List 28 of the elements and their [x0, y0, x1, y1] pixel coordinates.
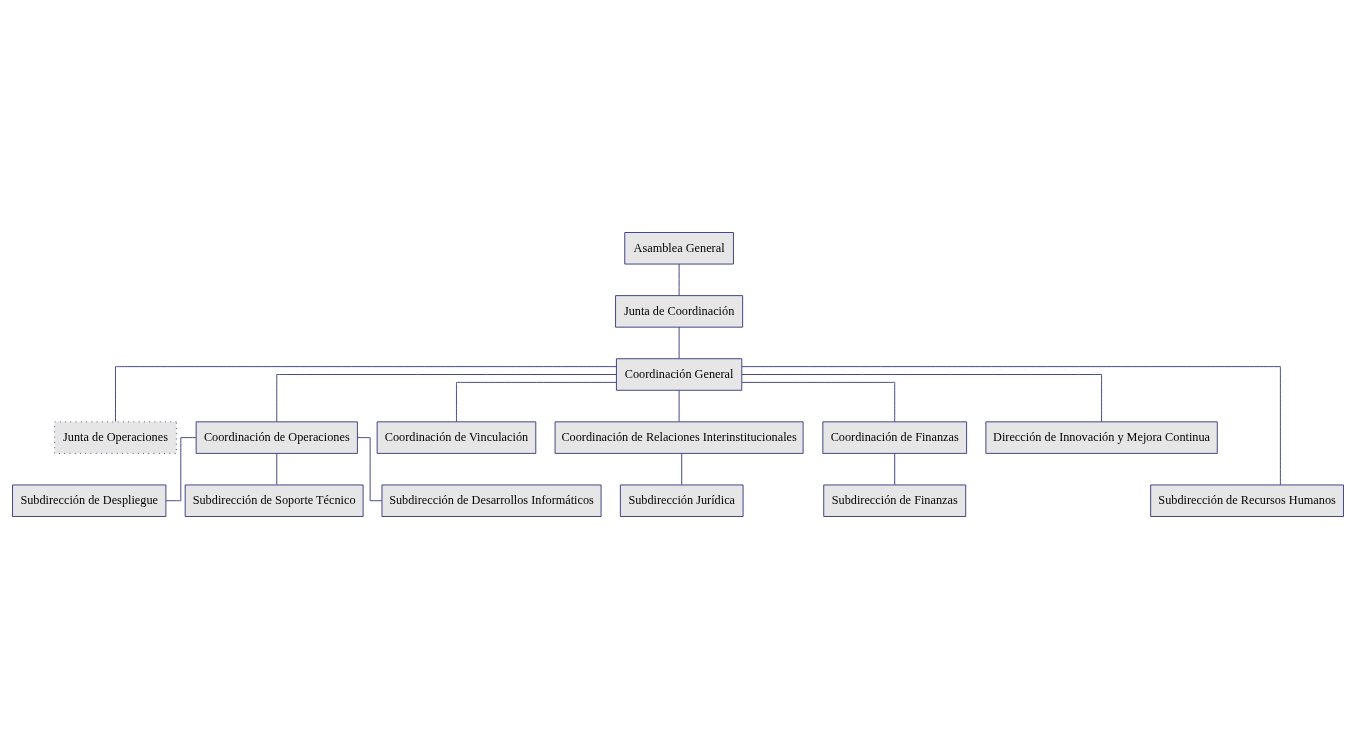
node-box: Coordinación de Finanzas	[822, 421, 968, 454]
node-box: Coordinación de Vinculación	[376, 421, 537, 454]
connector	[741, 374, 1102, 423]
node-box: Asamblea General	[624, 232, 734, 265]
connector	[276, 453, 278, 485]
connector	[678, 390, 680, 422]
node-box: Junta de Coordinación	[615, 295, 744, 328]
connector	[456, 381, 617, 423]
node-box: Coordinación de Relaciones Interinstitucionales	[554, 421, 804, 454]
node-box: Subdirección Jurídica	[619, 484, 744, 517]
connector	[681, 453, 683, 485]
node-box: Subdirección de Despliegue	[12, 484, 167, 517]
connector	[741, 366, 1281, 486]
connector	[115, 366, 617, 422]
connector	[741, 381, 896, 423]
connector	[276, 374, 617, 423]
node-box: Subdirección de Finanzas	[823, 484, 967, 517]
node-box: Subdirección de Soporte Técnico	[184, 484, 364, 517]
connector	[357, 437, 383, 502]
connector	[678, 326, 680, 359]
node-box: Coordinación de Operaciones	[195, 421, 358, 454]
node-box: Dirección de Innovación y Mejora Continua	[985, 421, 1218, 454]
connector	[678, 263, 680, 296]
connector	[894, 453, 896, 485]
node-box: Subdirección de Recursos Humanos	[1150, 484, 1344, 517]
node-box: Coordinación General	[616, 358, 743, 391]
node-box: Junta de Operaciones	[54, 421, 177, 454]
node-box: Subdirección de Desarrollos Informáticos	[381, 484, 602, 517]
